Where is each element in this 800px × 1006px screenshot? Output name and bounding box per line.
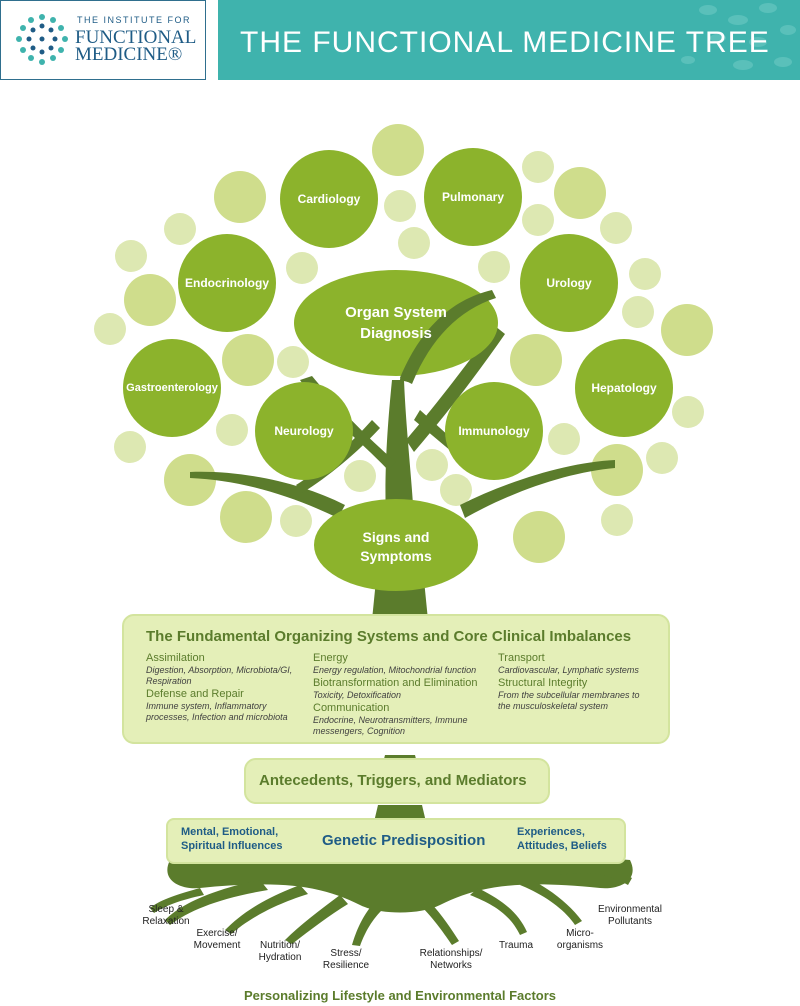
root-label-relationships-line2: Networks [430, 960, 472, 971]
communication-desc-line1: Endocrine, Neurotransmitters, Immune [313, 715, 468, 725]
diagnosis-label-line2: Diagnosis [360, 325, 432, 342]
mental-emotional-line2: Spiritual Influences [181, 840, 283, 852]
root-label-stress: Stress/ Resilience [323, 948, 369, 972]
signs-label-line2: Symptoms [360, 548, 432, 564]
energy-desc-line1: Energy regulation, Mitochondrial functio… [313, 665, 477, 675]
signs-symptoms-ellipse [314, 499, 478, 591]
root-label-environmental: Environmental Pollutants [598, 904, 662, 928]
biotransformation-desc-line1: Toxicity, Detoxification [313, 690, 402, 700]
root-label-trauma-line1: Trauma [498, 940, 534, 951]
title-bar [218, 0, 800, 80]
root-label-microorganisms: Micro- organisms [557, 928, 603, 952]
assimilation-heading: Assimilation [146, 652, 205, 664]
root-label-environmental-line2: Pollutants [608, 916, 652, 927]
signs-label-line1: Signs and [362, 529, 430, 545]
tree-roots [150, 855, 633, 946]
root-label-exercise-line2: Movement [193, 940, 241, 951]
communication-desc-line2: messengers, Cognition [313, 726, 406, 736]
root-label-nutrition-line1: Nutrition/ [259, 940, 300, 951]
defense-heading: Defense and Repair [146, 688, 244, 700]
energy-heading: Energy [313, 652, 348, 664]
experiences-line2: Attitudes, Beliefs [517, 840, 607, 852]
root-label-microorganisms-line2: organisms [556, 940, 604, 951]
defense-desc-line1: Immune system, Inflammatory [146, 701, 267, 711]
experiences-line1: Experiences, [517, 826, 585, 838]
core-imbalances-title: The Fundamental Organizing Systems and C… [146, 628, 632, 645]
organ-bubbles [123, 148, 673, 480]
root-label-sleep: Sleep & Relaxation [142, 904, 189, 928]
decorative-bubbles [94, 124, 713, 563]
root-label-relationships: Relationships/ Networks [420, 948, 483, 972]
genetics-panel [166, 818, 626, 864]
logo-text-line3: MEDICINE® [75, 44, 183, 65]
root-label-relationships-line1: Relationships/ [419, 948, 483, 959]
core-imbalances-panel [122, 614, 670, 744]
footer-title: Personalizing Lifestyle and Environmenta… [243, 988, 557, 1003]
assimilation-desc-line2: Respiration [146, 676, 192, 686]
root-label-nutrition: Nutrition/ Hydration [259, 940, 302, 964]
biotransformation-heading: Biotransformation and Elimination [313, 677, 478, 689]
root-label-sleep-line2: Relaxation [142, 916, 190, 927]
structural-heading: Structural Integrity [498, 677, 588, 689]
antecedents-label: Antecedents, Triggers, and Mediators [259, 772, 527, 789]
organ-system-diagnosis-ellipse [294, 270, 498, 376]
organ-label-urology: Urology [546, 276, 592, 290]
title-bar-pattern [681, 3, 796, 70]
root-label-microorganisms-line1: Micro- [566, 928, 594, 939]
root-label-exercise-line1: Exercise/ [196, 928, 238, 939]
organ-label-cardiology: Cardiology [297, 192, 361, 206]
logo-text-line2: FUNCTIONAL [75, 27, 197, 48]
assimilation-desc-line1: Digestion, Absorption, Microbiota/GI, [146, 665, 293, 675]
root-label-trauma: Trauma [499, 940, 533, 952]
root-label-exercise: Exercise/ Movement [194, 928, 241, 952]
communication-heading: Communication [313, 702, 390, 714]
organ-label-immunology: Immunology [458, 424, 530, 438]
organ-label-hepatology: Hepatology [591, 381, 657, 395]
organ-label-endocrinology: Endocrinology [185, 276, 269, 290]
defense-desc-line2: processes, Infection and microbiota [146, 712, 288, 722]
root-label-environmental-line1: Environmental [598, 904, 662, 915]
root-label-sleep-line1: Sleep & [148, 904, 184, 915]
root-label-nutrition-line2: Hydration [258, 952, 302, 963]
antecedents-panel [244, 758, 550, 804]
diagnosis-label-line1: Organ System [345, 304, 447, 321]
transport-heading: Transport [498, 652, 545, 664]
transport-desc-line1: Cardiovascular, Lymphatic systems [498, 665, 639, 675]
branch-overlay [400, 290, 496, 384]
root-label-stress-line1: Stress/ [330, 948, 362, 959]
logo-text-line1: THE INSTITUTE FOR [77, 15, 191, 25]
organ-label-gastroenterology: Gastroenterology [126, 382, 218, 394]
logo-icon [16, 14, 68, 65]
structural-desc-line1: From the subcellular membranes to [498, 690, 640, 700]
organ-label-neurology: Neurology [274, 424, 334, 438]
page-title: THE FUNCTIONAL MEDICINE TREE [240, 26, 770, 59]
organ-label-pulmonary: Pulmonary [441, 190, 505, 204]
mental-emotional-line1: Mental, Emotional, [181, 826, 279, 838]
root-label-stress-line2: Resilience [322, 960, 370, 971]
logo-box: THE INSTITUTE FOR FUNCTIONAL MEDICINE® [0, 0, 206, 80]
genetic-predisposition-label: Genetic Predisposition [322, 832, 486, 849]
structural-desc-line2: the musculoskeletal system [498, 701, 609, 711]
